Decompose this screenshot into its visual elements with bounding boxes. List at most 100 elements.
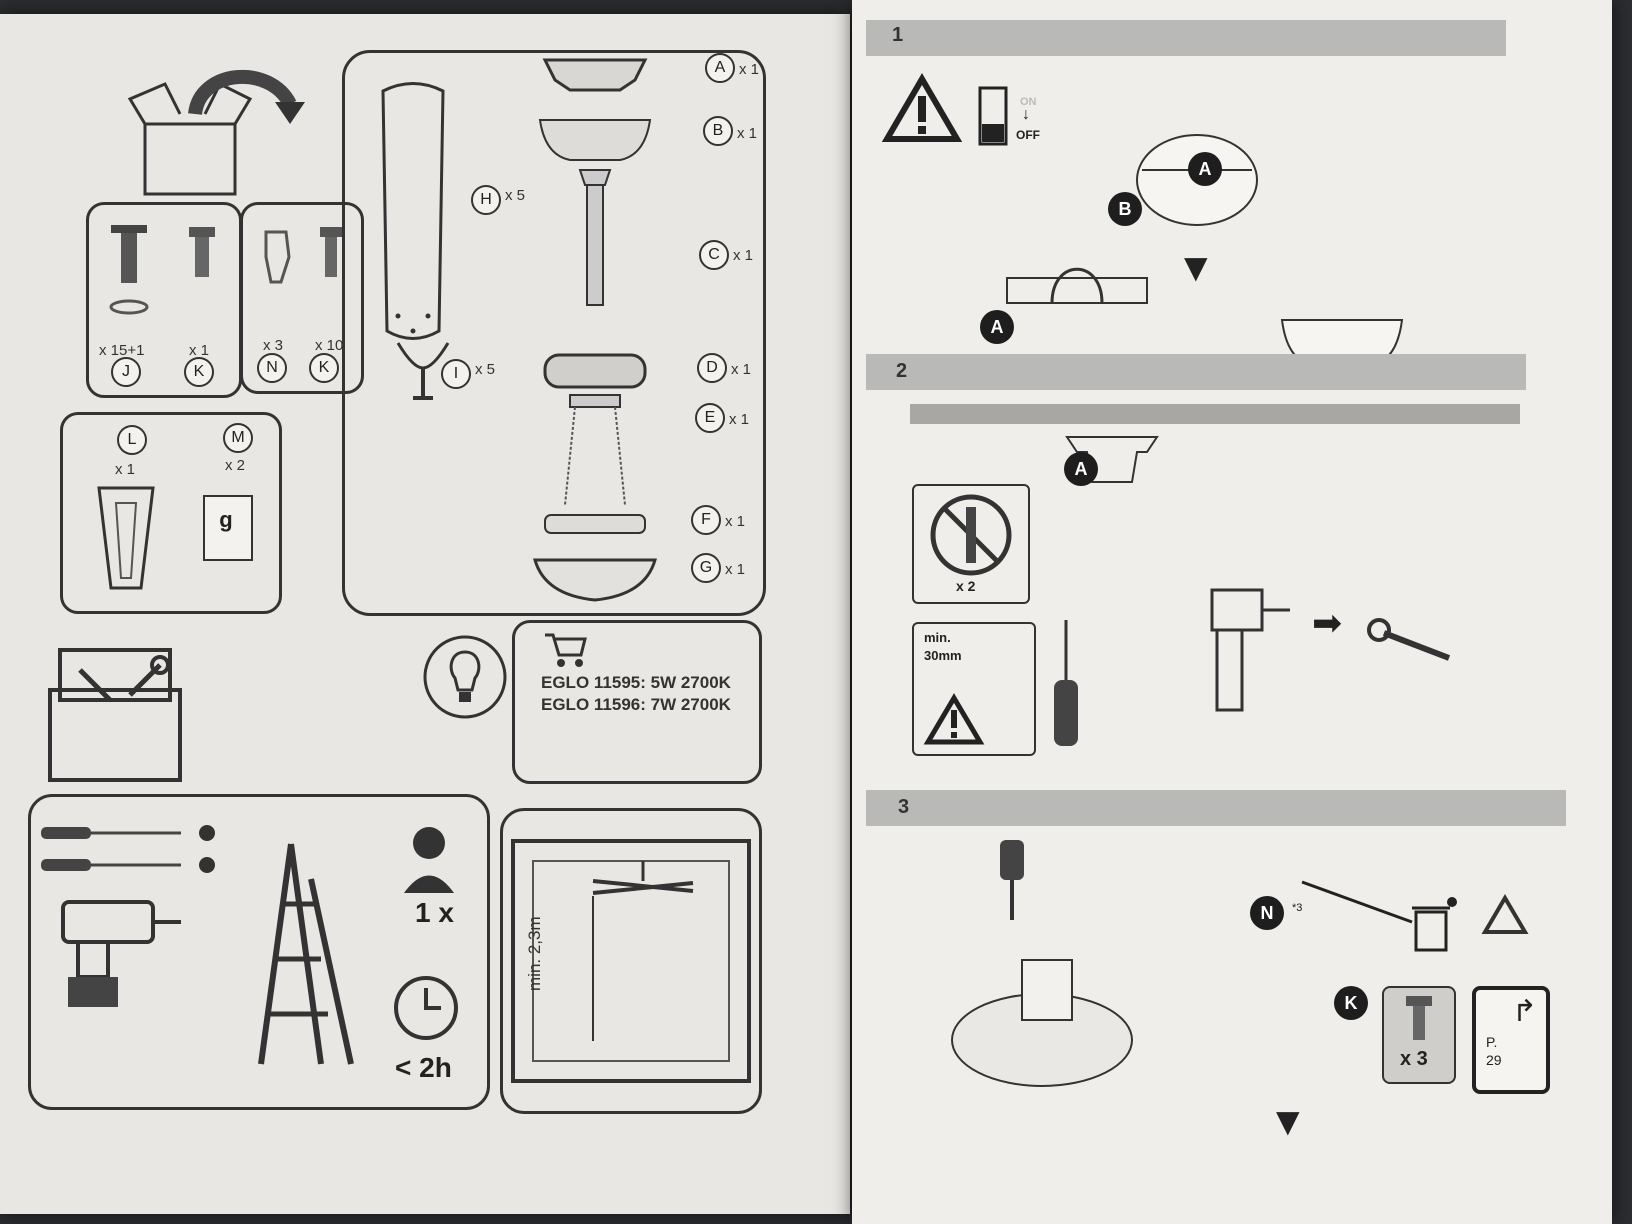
fan-parts-stack [533, 58, 657, 602]
step-3-n-qty: *3 [1292, 902, 1303, 914]
hardware-box-l-m: L M x 1 x 2 g [60, 412, 282, 614]
balancing-weight [203, 495, 253, 561]
clip-icon [264, 230, 291, 284]
page-ref-p: P. [1486, 1034, 1498, 1050]
recycle-icon [1481, 894, 1529, 934]
label-n: N [257, 353, 287, 383]
screw-washer-icon [109, 225, 149, 315]
no-screw-box: x 2 [912, 484, 1030, 604]
fan-blade-h [381, 82, 445, 340]
step-1-label-a: A [1188, 152, 1222, 186]
installer-person-icon [404, 827, 454, 893]
qty-k2: x 10 [315, 337, 344, 354]
qty-e: x 1 [729, 411, 750, 428]
k-screw-box: x 3 [1382, 986, 1456, 1084]
k-screw-icon [1406, 996, 1432, 1040]
qty-d: x 1 [731, 361, 752, 378]
step-2-label-a: A [1064, 452, 1098, 486]
balancing-weight-label: g [219, 507, 233, 532]
right-arrow-icon: ➡ [1312, 602, 1343, 643]
switch-arrow-icon: ↓ [1022, 106, 1030, 123]
qty-i: x 5 [475, 361, 496, 378]
room-fan-icon [511, 839, 751, 1083]
qty-h: x 5 [505, 187, 526, 204]
bulb-spec-box: EGLO 11595: 5W 2700K EGLO 11596: 7W 2700… [512, 620, 762, 784]
qty-n: x 3 [263, 337, 284, 354]
ladder-icon [258, 843, 354, 1065]
blade-bracket-i [396, 342, 450, 400]
label-f: F [691, 505, 721, 535]
label-k2: K [309, 353, 339, 383]
step-2-ceiling-band [910, 404, 1520, 424]
bulb-spec-line-1: EGLO 11595: 5W 2700K [541, 673, 731, 692]
switch-off-label: OFF [1016, 128, 1040, 142]
min-depth-box: min. 30mm [912, 622, 1036, 756]
qty-m: x 2 [225, 457, 246, 474]
down-arrow-icon-1: ▼ [1176, 246, 1216, 290]
qty-k1: x 1 [189, 342, 210, 359]
no-screw-count: x 2 [956, 578, 976, 594]
qty-c: x 1 [733, 247, 754, 264]
step-3-number: 3 [898, 796, 910, 818]
wrench-step-2 [1367, 618, 1451, 661]
page-ref-box: ↱ P. 29 [1472, 986, 1550, 1094]
trash-bin-icon [1412, 897, 1457, 952]
label-c: C [699, 240, 729, 270]
step-3-band [866, 790, 1566, 826]
toolbox-icon [48, 648, 182, 782]
left-page: x 15+1 x 1 J K x 3 x 10 N K L M x 1 x 2 … [0, 14, 850, 1214]
short-screw-icon [189, 227, 215, 277]
qty-g: x 1 [725, 561, 746, 578]
screwdriver-step-2 [1054, 620, 1078, 746]
step-3-label-n: N [1250, 896, 1284, 930]
switch-on-label: ON [1020, 96, 1037, 108]
k-screw-qty: x 3 [1400, 1048, 1428, 1070]
discard-arrow [1301, 880, 1413, 924]
qty-f: x 1 [725, 513, 746, 530]
label-h: H [471, 185, 501, 215]
balancing-clip-icon [97, 486, 155, 590]
step-1-band [866, 20, 1506, 56]
label-i: I [441, 359, 471, 389]
page-ref-arrow-icon: ↱ [1512, 995, 1538, 1028]
qty-l: x 1 [115, 461, 136, 478]
label-b: B [703, 116, 733, 146]
clock-icon [394, 976, 458, 1040]
label-j: J [111, 357, 141, 387]
qty-b: x 1 [737, 125, 758, 142]
hardware-box-j-k: x 15+1 x 1 J K [86, 202, 242, 398]
qty-a: x 1 [739, 61, 760, 78]
warning-icon-step-2 [923, 693, 985, 745]
no-screw-icon [930, 494, 1012, 576]
motor-housing-illustration [951, 840, 1133, 1087]
screwdriver-plus-icon [41, 825, 215, 841]
warning-icon-step-1 [881, 73, 963, 142]
label-g: G [691, 553, 721, 583]
installer-count: 1 x [415, 897, 454, 928]
min-depth-value: 30mm [924, 648, 962, 663]
qty-j: x 15+1 [99, 342, 145, 359]
parts-box: H x 5 I x 5 A x 1 B x 1 C x 1 D x 1 E [342, 50, 766, 616]
step-3-label-k: K [1334, 986, 1368, 1020]
label-a: A [705, 53, 735, 83]
label-m: M [223, 423, 253, 453]
tools-box: 1 x < 2h [28, 794, 490, 1110]
hardware-box-n-k: x 3 x 10 N K [240, 202, 364, 394]
down-arrow-icon-3: ▼ [1268, 1100, 1308, 1144]
label-l: L [117, 425, 147, 455]
cart-icon [545, 633, 587, 667]
page-ref-number: 29 [1486, 1052, 1502, 1068]
long-screw-icon [320, 227, 342, 277]
switch-icon [978, 86, 1008, 146]
step-2-band [866, 354, 1526, 390]
step-1-label-b: B [1108, 192, 1142, 226]
drill-step-2 [1210, 588, 1290, 712]
min-depth-label: min. [924, 630, 951, 645]
step-1-bottom-label-a: A [980, 310, 1014, 344]
min-height-label: min. 2,3m [525, 916, 544, 991]
label-d: D [697, 353, 727, 383]
label-k1: K [184, 357, 214, 387]
bulb-icon [423, 635, 507, 719]
right-page: 1 ON ↓ OFF A B ▼ A B 2 A x 2 min. [852, 0, 1612, 1224]
bulb-spec-line-2: EGLO 11596: 7W 2700K [541, 695, 731, 714]
